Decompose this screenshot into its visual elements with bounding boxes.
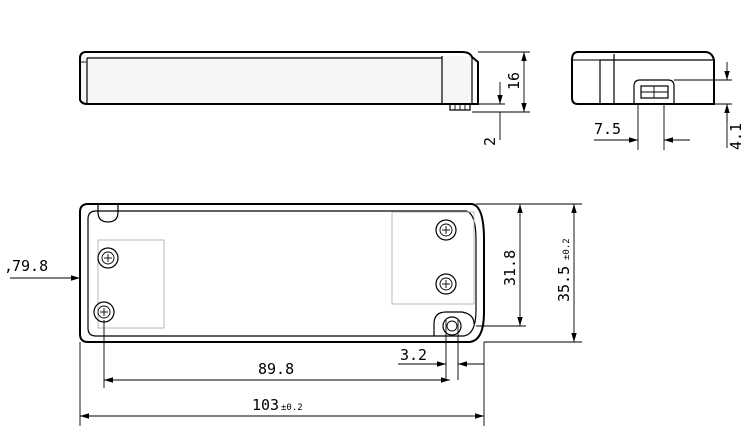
dim-89-8: 89.8 [103,320,450,388]
dim-3-2: 3.2 [398,320,484,380]
dim-103-tol: ±0.2 [281,403,303,413]
side-view [79,51,530,140]
dim-79-8-label: 79.8 [12,257,48,275]
top-view [79,203,485,343]
screw-icon [97,247,119,269]
dim-16-label: 16 [505,72,523,90]
dim-79-8: 79.8 , [4,257,80,281]
dim-35-5-tol: ±0.2 [562,238,572,260]
end-view [571,51,732,150]
dim-3-2-label: 3.2 [400,346,427,364]
dim-2-label: 2 [481,137,499,146]
dim-31-8-label: 31.8 [501,250,519,286]
dim-103-label: 103 [252,396,279,414]
screw-icon [435,219,457,241]
dim-35-5: 35.5 ±0.2 [484,203,582,343]
dim-7-5-label: 7.5 [594,120,621,138]
screw-icon [93,301,115,323]
screw-icon [435,273,457,295]
dim-4-1-label: 4.1 [727,123,745,150]
dim-35-5-label: 35.5 [555,266,573,302]
dim-89-8-label: 89.8 [258,360,294,378]
dim-79-8-tick: , [4,257,13,275]
dim-31-8: 31.8 [476,203,526,327]
dim-103: 103 ±0.2 [79,342,485,426]
